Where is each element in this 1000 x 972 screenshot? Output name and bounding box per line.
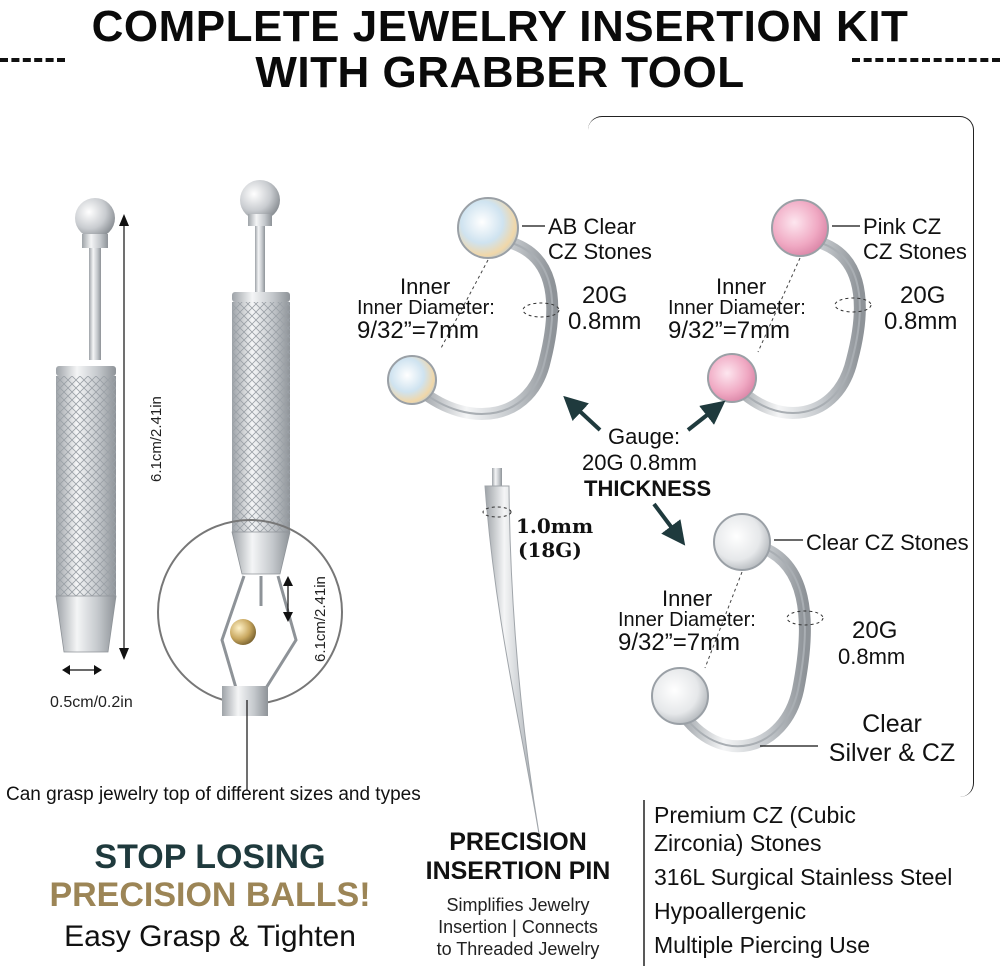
ring3-inner-label: Inner [662,586,713,611]
headline-line1: STOP LOSING [94,838,326,876]
grip-size-label: 6.1cm/2.41in [312,576,329,662]
grabber-tool-front [55,198,117,653]
feature-hypoallergenic: Hypoallergenic [654,898,807,924]
gauge-callout-line1: Gauge: [608,424,681,449]
ring3-diameter-value: 9/32”=7mm [618,629,741,656]
title-line-2: WITH GRABBER TOOL [255,48,745,97]
title-dash-left [0,58,65,62]
tool-width-label: 0.5cm/0.2in [50,694,133,711]
feature-multiple-use: Multiple Piercing Use [654,932,871,958]
title-line-1: COMPLETE JEWELRY INSERTION KIT [91,2,909,51]
precision-pin-sub1: Simplifies Jewelry [446,895,590,915]
grabber-claws [220,575,298,716]
precision-pin-sub2: Insertion | Connects [438,917,598,937]
ring2-diameter-value: 9/32”=7mm [668,317,791,344]
precision-pin-title1: PRECISION [449,828,587,856]
rings-panel [588,116,974,797]
gauge-arrow-right [686,400,726,432]
ring-ab-clear [387,197,560,420]
precision-pin-sub3: to Threaded Jewelry [436,939,600,959]
headline-line3: Easy Grasp & Tighten [64,920,356,953]
tool-caption: Can grasp jewelry top of different sizes… [6,784,421,805]
feature-cz-1: Premium CZ (Cubic [654,802,856,828]
pin-gauge-label: (18G) [518,538,582,562]
ring1-diameter-label: Inner Diameter: [357,297,495,319]
ring3-gauge-mm: 0.8mm [838,644,906,669]
ring3-stones-label: Clear CZ Stones [806,530,969,555]
ring-clear-cz [651,513,824,753]
ring1-gauge-mm: 0.8mm [568,308,642,335]
ring1-stones-label: AB Clear CZ Stones [548,214,652,264]
insertion-pin [482,468,541,841]
ring3-gauge: 20G [852,617,898,644]
ring2-diameter-label: Inner Diameter: [668,297,806,319]
grabber-tool-open [231,180,291,575]
ring2-stones-label: Pink CZ CZ Stones [863,214,967,264]
tool-length-label: 6.1cm/2.41in [148,396,165,482]
precision-pin-title2: INSERTION PIN [425,857,611,885]
pin-size-label: 1.0mm [516,514,594,538]
ring1-gauge: 20G [582,282,628,309]
gauge-callout-line3: THICKNESS [584,476,712,501]
ring2-gauge: 20G [900,282,946,309]
feature-cz-2: Zirconia) Stones [654,830,822,856]
ring3-diameter-label: Inner Diameter: [618,609,756,631]
ring1-inner-label: Inner [400,274,451,299]
headline-line2: PRECISION BALLS! [49,876,371,914]
ring2-gauge-mm: 0.8mm [884,308,958,335]
ring-pink-cz [707,199,872,419]
ring1-diameter-value: 9/32”=7mm [357,317,480,344]
gauge-arrow-left [563,395,602,432]
gauge-callout-line2: 20G 0.8mm [582,450,697,475]
ring2-inner-label: Inner [716,274,767,299]
feature-steel: 316L Surgical Stainless Steel [654,864,953,890]
gauge-arrow-down [652,502,686,546]
ring3-extra-label: Clear Silver & CZ [828,710,956,767]
title-dash-right [852,58,1000,62]
